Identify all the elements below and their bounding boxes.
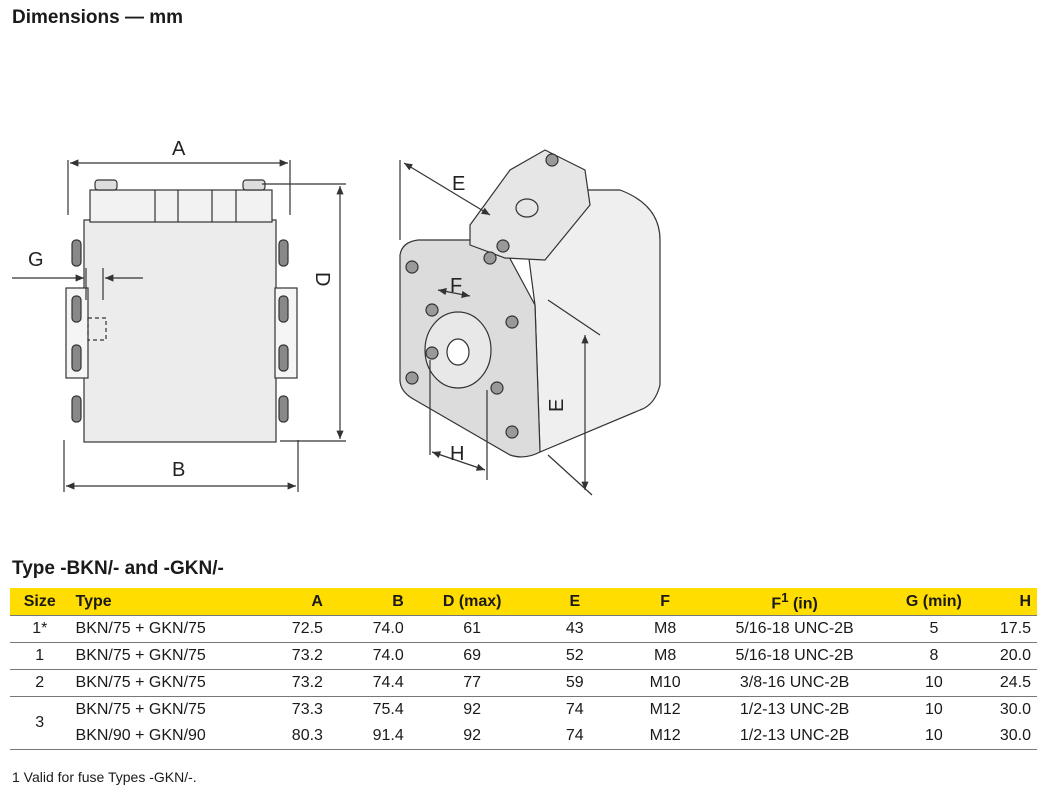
cell-f1: 5/16-18 UNC-2B (715, 615, 874, 643)
cell-f1: 5/16-18 UNC-2B (715, 642, 874, 670)
page-heading: Dimensions — mm (12, 7, 184, 28)
cell-f: M8 (615, 615, 716, 643)
table-row: BKN/90 + GKN/90 80.3 91.4 92 74 M12 1/2-… (10, 723, 1037, 750)
cell-a: 72.5 (248, 615, 329, 643)
dim-label-b: B (172, 459, 185, 481)
cell-d: 92 (463, 701, 482, 718)
cell-e: 74 (565, 701, 584, 718)
cell-f: M12 (615, 723, 716, 750)
cell-b: 74.0 (328, 642, 410, 670)
cell-size: 3 (10, 696, 70, 750)
cell-f1: 1/2-13 UNC-2B (715, 723, 874, 750)
header-f: F (615, 588, 716, 616)
cell-g: 5 (873, 615, 994, 643)
cell-b: 91.4 (328, 723, 410, 750)
header-size: Size (10, 588, 70, 616)
cell-e: 52 (534, 642, 616, 670)
cell-b: 74.0 (328, 615, 410, 643)
header-g: G (min) (873, 588, 994, 616)
cell-a: 73.3 (291, 701, 323, 718)
dimensions-table: Size Type A B D (max) E F F1 (in) G (min… (10, 588, 1037, 750)
cell-h: 30.0 (999, 701, 1031, 718)
cell-e: 74 (534, 723, 616, 750)
cell-d: 77 (409, 669, 535, 697)
cell-f1: 3/8-16 UNC-2B (715, 669, 874, 697)
cell-g: 10 (873, 723, 994, 750)
cell-type: BKN/90 + GKN/90 (69, 723, 249, 750)
dim-label-d: D (311, 272, 333, 286)
isometric-view (399, 149, 661, 496)
cell-a: 80.3 (248, 723, 329, 750)
cell-size: 1 (10, 642, 70, 670)
cell-type: BKN/75 + GKN/75 (69, 615, 249, 643)
cell-f: M8 (615, 642, 716, 670)
cell-type: BKN/75 + GKN/75 (69, 642, 249, 670)
header-a: A (248, 588, 329, 616)
cell-g: 8 (873, 642, 994, 670)
table-row: 1 BKN/75 + GKN/75 73.2 74.0 69 52 M8 5/1… (10, 642, 1037, 670)
footnote: 1 Valid for fuse Types -GKN/-. (12, 769, 197, 785)
header-f1: F1 (in) (715, 588, 874, 616)
cell-g: 10 (924, 701, 943, 718)
header-e: E (534, 588, 616, 616)
header-f1-unit: (in) (788, 595, 818, 613)
table-row: 2 BKN/75 + GKN/75 73.2 74.4 77 59 M10 3/… (10, 669, 1037, 697)
cell-a: 73.2 (248, 642, 329, 670)
dim-label-h: H (450, 443, 464, 465)
dim-label-a: A (172, 138, 186, 160)
header-type: Type (69, 588, 249, 616)
header-f1-footnote-mark: 1 (781, 589, 789, 605)
header-d: D (max) (409, 588, 535, 616)
dim-label-f: F (450, 275, 462, 297)
cell-f: M10 (615, 669, 716, 697)
cell-b: 75.4 (372, 701, 404, 718)
table-row: 3 BKN/75 + GKN/75 73.3 75.4 92 74 M12 1/… (10, 696, 1037, 750)
cell-h: 17.5 (993, 615, 1037, 643)
cell-h: 20.0 (993, 642, 1037, 670)
cell-size: 2 (10, 669, 70, 697)
header-h: H (993, 588, 1037, 616)
cell-type: BKN/75 + GKN/75 (69, 669, 249, 697)
cell-type: BKN/75 + GKN/75 (75, 701, 206, 718)
dim-label-e-top: E (452, 173, 465, 195)
header-f1-label: F (771, 595, 782, 613)
cell-a: 73.2 (248, 669, 329, 697)
cell-d: 61 (409, 615, 535, 643)
table-section-title: Type -BKN/- and -GKN/- (12, 558, 224, 579)
front-view (12, 159, 346, 492)
cell-f: M12 (649, 701, 681, 718)
cell-h: 24.5 (993, 669, 1037, 697)
cell-size: 1* (10, 615, 70, 643)
cell-f1: 1/2-13 UNC-2B (739, 701, 850, 718)
cell-e: 59 (534, 669, 616, 697)
table-header-row: Size Type A B D (max) E F F1 (in) G (min… (10, 588, 1037, 616)
cell-b: 74.4 (328, 669, 410, 697)
cell-d: 92 (409, 723, 535, 750)
dim-label-e-side: E (546, 399, 568, 412)
fuse-dimension-drawing: A B D G E E F H (12, 138, 661, 496)
header-b: B (328, 588, 410, 616)
table-row: 1* BKN/75 + GKN/75 72.5 74.0 61 43 M8 5/… (10, 615, 1037, 643)
dim-label-g: G (28, 249, 44, 271)
cell-e: 43 (534, 615, 616, 643)
cell-d: 69 (409, 642, 535, 670)
cell-g: 10 (873, 669, 994, 697)
cell-h: 30.0 (993, 723, 1037, 750)
